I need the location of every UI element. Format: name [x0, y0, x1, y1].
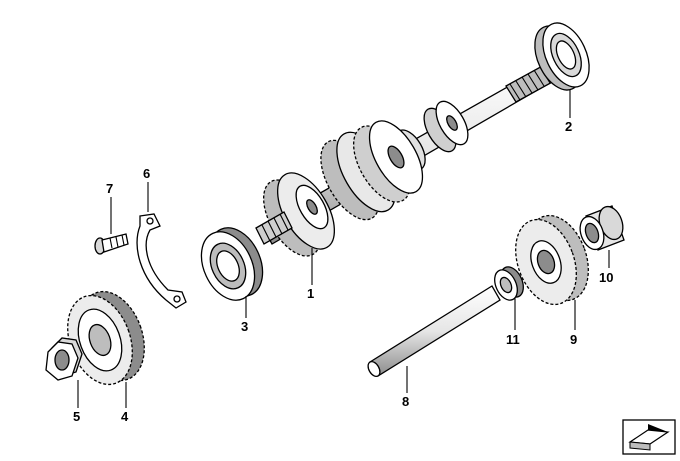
gear-9 [515, 214, 589, 306]
retaining-bracket-6 [136, 213, 187, 309]
shaft-spline-left [255, 211, 293, 245]
bushing-10 [579, 205, 625, 251]
small-helical-gear [423, 100, 469, 153]
label-9: 9 [570, 332, 577, 347]
label-6: 6 [143, 166, 150, 181]
main-shaft-assembly [255, 63, 559, 257]
leader-lines [77, 90, 610, 408]
label-3: 3 [241, 319, 248, 334]
label-5: 5 [73, 409, 80, 424]
bearing-2 [534, 22, 590, 91]
label-7: 7 [106, 181, 113, 196]
label-11: 11 [506, 332, 520, 347]
washer-11 [494, 266, 524, 301]
label-1: 1 [307, 286, 314, 301]
label-2: 2 [565, 119, 572, 134]
front-gear [262, 172, 336, 257]
bearing-3 [200, 227, 264, 301]
part-labels: 1 2 3 4 5 6 7 8 9 10 11 [73, 119, 613, 424]
nut-5 [45, 337, 83, 381]
label-4: 4 [121, 409, 129, 424]
pin-shaft-8 [367, 285, 501, 378]
navigation-arrow-icon[interactable] [622, 419, 676, 455]
label-8: 8 [402, 394, 409, 409]
large-double-gear [320, 120, 424, 221]
label-10: 10 [599, 270, 613, 285]
screw-7 [94, 233, 129, 255]
